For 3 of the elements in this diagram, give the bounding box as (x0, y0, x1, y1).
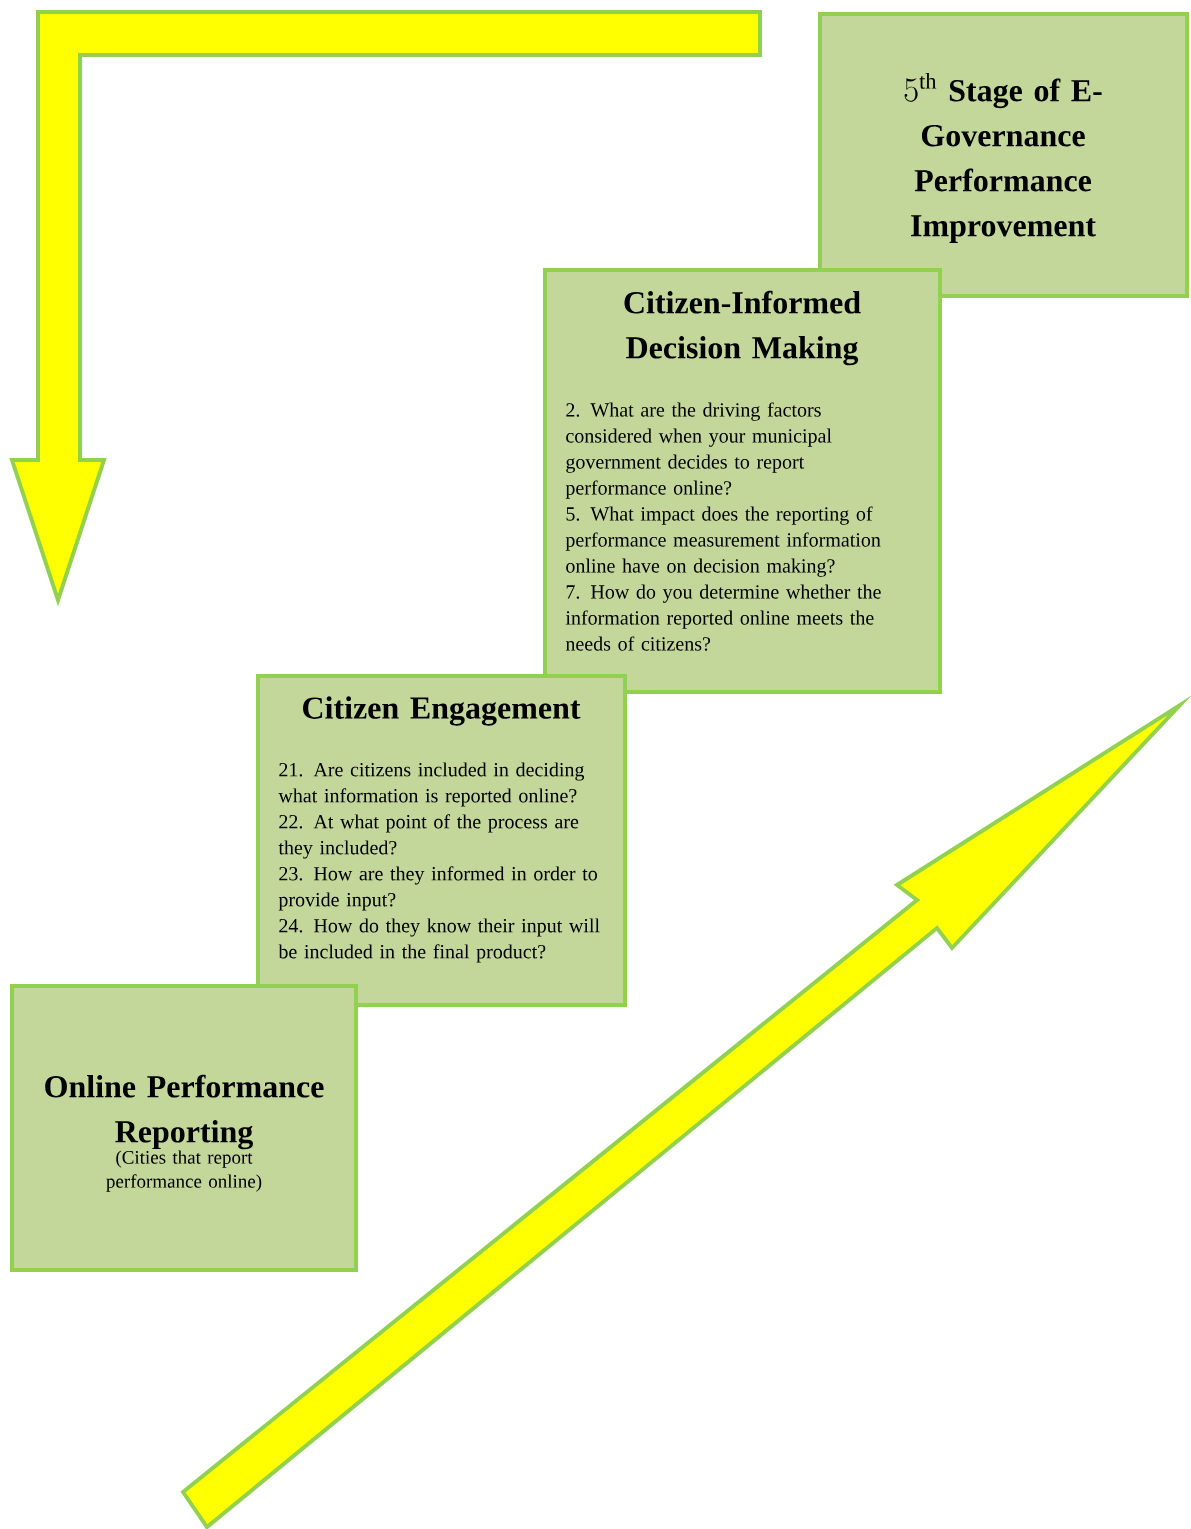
stage-box: Citizen Engagement 21. Are citizens included in deciding what information is reported online? 22. At what point of the process are they included? 23. How are they informed in order to provide input? 24. How do they know their input will be included in the final product? (256, 674, 627, 1007)
stage-box: Online Performance Reporting (Cities that report performance online) (10, 984, 358, 1272)
stage-box: Citizen-Informed Decision Making 2. What are the driving factors considered when your municipal government decides to report performance online? 5. What impact does the reporting of performance measurement information online have on decision making? 7. How do you determine whether the information reported online meets the needs of citizens? (543, 268, 942, 694)
